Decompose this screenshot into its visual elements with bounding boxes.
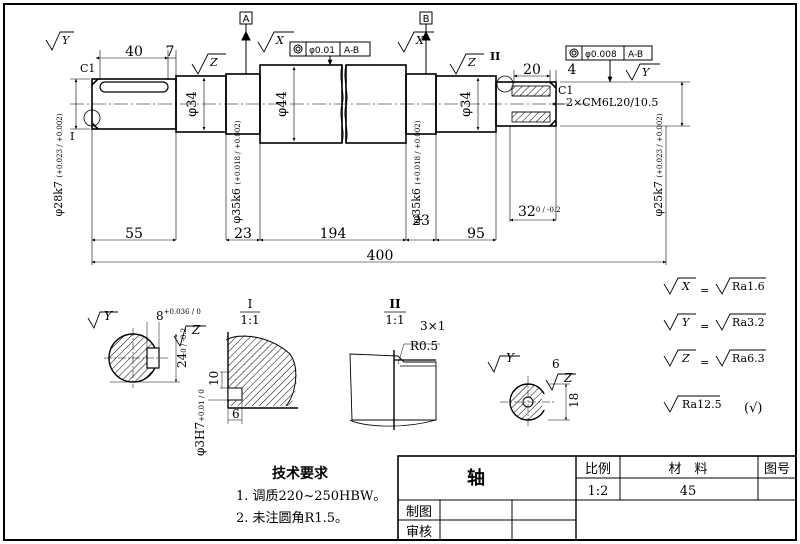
tolerance-frame-2: [565, 45, 653, 61]
tolerance-1-value: φ0.01: [309, 46, 335, 56]
dim-40: 40: [125, 44, 143, 60]
dim-phi44: φ44: [275, 91, 290, 117]
dim-phi35-left: φ35k6 (+0.018 / +0.002): [230, 120, 243, 223]
dim-194: 194: [320, 226, 347, 242]
dim-phi35-right: φ35k6 (+0.018 / +0.002): [410, 120, 423, 223]
dim-23-right: 23: [412, 213, 430, 229]
datum-A: A: [243, 14, 250, 25]
detail-II-chamfer: 3×1: [420, 319, 445, 333]
drawn-by-label: 制图: [406, 505, 432, 520]
surface-symbol-y-left: [45, 31, 74, 51]
detail-label-II: II: [490, 50, 500, 63]
section1-surface-y: Y: [104, 309, 113, 323]
detail-I-d10: 10: [207, 371, 221, 386]
dim-phi34-right: φ34: [459, 91, 474, 117]
legend-y-symbol: Y: [682, 316, 691, 329]
datum-B: B: [423, 14, 430, 25]
surface-symbol-z-right: [449, 53, 484, 75]
title-block: [397, 455, 797, 541]
detail-II-scale: 1:1: [385, 313, 404, 327]
tolerance-1-ref: A-B: [344, 46, 359, 56]
surface-symbol-z-left: [191, 53, 226, 75]
scale-label: 比例: [585, 462, 611, 477]
notes-line2: 2. 未注圆角R1.5。: [236, 511, 348, 526]
dim-7: 7: [166, 44, 175, 60]
section1-depth: 240 / -0.2: [175, 328, 189, 368]
section2-d18: 18: [567, 393, 581, 408]
legend-y-value: Ra3.2: [732, 316, 765, 329]
dim-phi34-left: φ34: [185, 91, 200, 117]
thread-callout: 2×CM6L20/10.5: [566, 96, 658, 109]
detail-I-title: I: [248, 297, 253, 311]
shaft-main-view: [70, 64, 590, 144]
surface-symbol-x-right: [397, 31, 434, 53]
tolerance-2-ref: A-B: [628, 50, 643, 60]
section2-d6: 6: [552, 357, 560, 371]
part-name: 轴: [467, 467, 485, 489]
tolerance-2-value: φ0.008: [585, 50, 617, 60]
notes-title: 技术要求: [272, 465, 329, 482]
section1-surface-z: Z: [191, 323, 201, 337]
dim-400: 400: [367, 248, 394, 264]
scale-value: 1:2: [588, 484, 609, 499]
surface-z-right-label: Z: [467, 56, 476, 69]
drawing-border: [3, 3, 797, 541]
keyway-left: [99, 81, 169, 93]
surface-y-right-label: Y: [642, 66, 651, 79]
detail-II-radius: R0.5: [410, 339, 438, 353]
legend-x-symbol: X: [681, 280, 691, 293]
checked-by-label: 审核: [406, 525, 432, 540]
drawing-no-label: 图号: [764, 462, 790, 477]
surface-legend: [663, 277, 766, 413]
section-view-key: [87, 311, 206, 388]
surface-symbol-x-left: [257, 31, 294, 53]
surface-y-left-label: Y: [62, 34, 71, 47]
section2-surface-y: Y: [506, 351, 515, 365]
technical-notes: 技术要求 1. 调质220~250HBW。 2. 未注圆角R1.5。: [236, 465, 386, 526]
legend-rest-paren: (√): [744, 401, 762, 416]
detail-view-II: [349, 311, 440, 430]
surface-symbol-y-right: [625, 63, 660, 81]
legend-x-eq: =: [700, 284, 709, 297]
detail-I-scale: 1:1: [240, 313, 259, 327]
surface-z-left-label: Z: [209, 56, 218, 69]
detail-circle-I: [83, 109, 101, 127]
legend-z-value: Ra6.3: [732, 352, 765, 365]
chamfer-c1-right: C1: [558, 84, 573, 97]
dim-20: 20: [523, 62, 541, 78]
notes-line1: 1. 调质220~250HBW。: [236, 489, 386, 504]
dim-phi28: φ28k7 (+0.023 / +0.002): [52, 113, 65, 216]
surface-x-left-label: X: [275, 34, 285, 47]
section-view-pin: [487, 355, 576, 428]
chamfer-c1-left: C1: [80, 62, 95, 75]
legend-x-value: Ra1.6: [732, 280, 765, 293]
material-value: 45: [680, 484, 697, 499]
material-label: 材 料: [668, 462, 707, 477]
detail-I-hole: φ3H7+0.01 / 0: [193, 389, 207, 456]
dim-phi25: φ25k7 (+0.023 / +0.002): [652, 113, 665, 216]
detail-view-I: [208, 311, 298, 424]
dim-32: 320 / -0.2: [518, 204, 561, 220]
detail-I-d6: 6: [232, 407, 240, 421]
dim-23-left: 23: [234, 226, 252, 242]
legend-z-symbol: Z: [681, 352, 690, 365]
dim-4: 4: [568, 62, 577, 78]
section2-surface-z: Z: [563, 371, 573, 385]
section1-width: 8+0.036 / 0: [156, 308, 201, 323]
detail-label-I: I: [70, 130, 74, 143]
detail-II-title: II: [389, 297, 401, 311]
dim-55: 55: [125, 226, 143, 242]
detail-circle-II: [496, 75, 514, 93]
legend-rest-value: Ra12.5: [682, 398, 722, 411]
legend-z-eq: =: [700, 356, 709, 369]
legend-y-eq: =: [700, 320, 709, 333]
surface-x-right-label: X: [415, 34, 425, 47]
dim-95: 95: [467, 226, 485, 242]
